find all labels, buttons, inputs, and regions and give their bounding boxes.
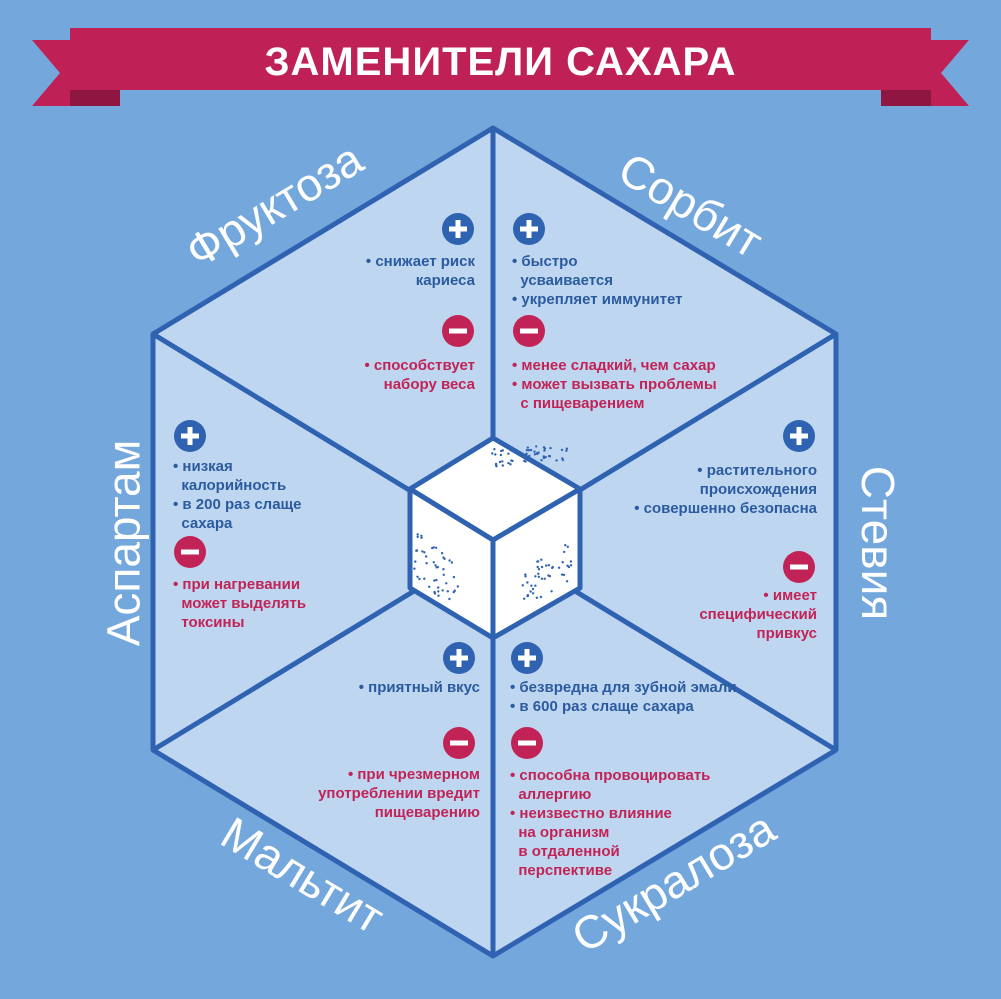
- pro-item: происхождения: [699, 481, 817, 498]
- con-item: • способна провоцировать: [510, 767, 711, 784]
- plus-icon: [511, 642, 543, 674]
- minus-icon: [174, 536, 206, 568]
- label-aspartame: Аспартам: [97, 439, 150, 647]
- con-item: • имеет: [763, 587, 817, 604]
- con-item: перспективе: [518, 862, 613, 879]
- maltitol-cons: • при чрезмерном употреблении вредит пищ…: [280, 765, 480, 822]
- pro-item: • снижает риск: [365, 253, 475, 270]
- con-item: пищеварению: [374, 804, 480, 821]
- con-item: с пищеварением: [520, 395, 645, 412]
- pro-item: • совершенно безопасна: [634, 500, 817, 517]
- pro-item: сахара: [181, 515, 233, 532]
- con-item: аллергию: [518, 786, 592, 803]
- con-item: • при чрезмерном: [347, 766, 480, 783]
- con-item: в отдаленной: [518, 843, 620, 860]
- minus-icon: [783, 551, 815, 583]
- pro-item: • растительного: [697, 462, 817, 479]
- pro-item: усваивается: [520, 272, 613, 289]
- pro-item: • в 200 раз слаще: [173, 496, 302, 513]
- con-item: специфический: [699, 606, 817, 623]
- pro-item: • быстро: [512, 253, 578, 270]
- con-item: может выделять: [181, 595, 307, 612]
- plus-icon: [442, 213, 474, 245]
- aspartame-cons: • при нагревании может выделять токсины: [173, 575, 353, 632]
- con-item: на организм: [518, 824, 610, 841]
- sorbitol-pros: • быстро усваивается • укрепляет иммунит…: [512, 252, 742, 309]
- con-item: токсины: [181, 614, 245, 631]
- con-item: • может вызвать проблемы: [512, 376, 717, 393]
- plus-icon: [513, 213, 545, 245]
- minus-icon: [442, 315, 474, 347]
- maltitol-pros: • приятный вкус: [300, 678, 480, 697]
- page-title: ЗАМЕНИТЕЛИ САХАРА: [264, 39, 737, 84]
- plus-icon: [443, 642, 475, 674]
- label-stevia: Стевия: [852, 465, 905, 621]
- title-banner: [32, 28, 969, 106]
- con-item: • менее сладкий, чем сахар: [512, 357, 716, 374]
- sorbitol-cons: • менее сладкий, чем сахар • может вызва…: [512, 356, 752, 413]
- con-item: • неизвестно влияние: [510, 805, 672, 822]
- pro-item: калорийность: [181, 477, 287, 494]
- fructose-cons: • способствует набору веса: [315, 356, 475, 394]
- con-item: употреблении вредит: [318, 785, 480, 802]
- minus-icon: [511, 727, 543, 759]
- pro-item: • приятный вкус: [358, 679, 480, 696]
- pro-item: кариеса: [415, 272, 475, 289]
- plus-icon: [174, 420, 206, 452]
- con-item: • при нагревании: [173, 576, 301, 593]
- pro-item: • укрепляет иммунитет: [512, 291, 683, 308]
- con-item: набору веса: [383, 376, 475, 393]
- stevia-cons: • имеет специфический привкус: [637, 586, 817, 643]
- con-item: • способствует: [364, 357, 475, 374]
- pro-item: • в 600 раз слаще сахара: [510, 698, 694, 715]
- sucralose-cons: • способна провоцировать аллергию • неиз…: [510, 766, 750, 880]
- sucralose-pros: • безвредна для зубной эмали • в 600 раз…: [510, 678, 760, 716]
- pro-item: • безвредна для зубной эмали: [510, 679, 737, 696]
- con-item: привкус: [756, 625, 817, 642]
- fructose-pros: • снижает риск кариеса: [315, 252, 475, 290]
- pro-item: • низкая: [173, 458, 233, 475]
- stevia-pros: • растительного происхождения • совершен…: [597, 461, 817, 518]
- sugar-cube-icon: [407, 435, 583, 641]
- aspartame-pros: • низкая калорийность • в 200 раз слаще …: [173, 457, 353, 533]
- minus-icon: [513, 315, 545, 347]
- plus-icon: [783, 420, 815, 452]
- minus-icon: [443, 727, 475, 759]
